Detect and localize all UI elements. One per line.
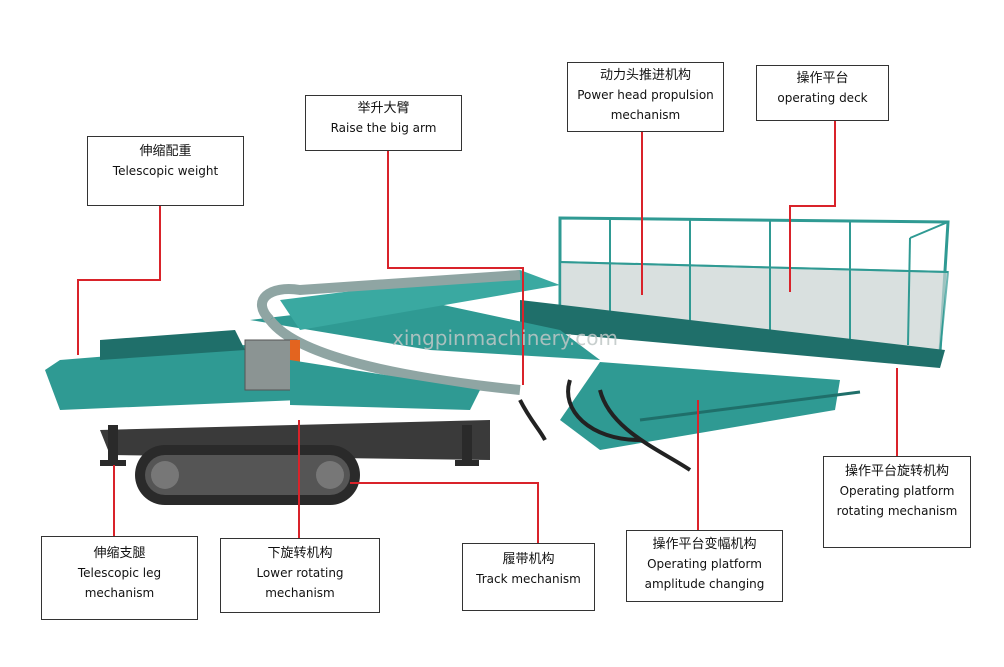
label-en-line2: rotating mechanism: [836, 504, 958, 518]
label-en-line1: Lower rotating: [256, 566, 344, 580]
label-zh: 动力头推进机构: [599, 68, 691, 83]
label-en-line1: Operating platform: [839, 484, 955, 498]
label-en-line1: Raise the big arm: [330, 121, 437, 135]
label-en-line2: amplitude changing: [644, 577, 765, 591]
label-track: 履带机构 Track mechanism: [462, 543, 595, 611]
label-power-head: 动力头推进机构 Power head propulsion mechanism: [567, 62, 724, 132]
leader-raise-big-arm: [387, 151, 524, 385]
leader-lines: [77, 121, 898, 543]
operating-platform-cage: [558, 216, 950, 354]
big-arm: [250, 270, 600, 395]
label-en-line1: Telescopic leg: [77, 566, 162, 580]
label-en-line1: Operating platform: [647, 557, 762, 571]
label-operating-deck: 操作平台 operating deck: [756, 65, 889, 121]
watermark-text: xingpinmachinery.com: [392, 326, 618, 350]
leader-telescopic-weight: [77, 206, 161, 355]
label-telescopic-leg: 伸缩支腿 Telescopic leg mechanism: [41, 536, 198, 620]
label-en-line1: operating deck: [777, 91, 868, 105]
label-zh: 举升大臂: [357, 101, 410, 116]
label-zh: 操作平台旋转机构: [844, 464, 949, 479]
label-en-line2: mechanism: [610, 108, 681, 122]
amplitude-boom: [560, 362, 840, 450]
chassis-body: [45, 330, 480, 410]
label-platform-rotating: 操作平台旋转机构 Operating platform rotating mec…: [823, 456, 971, 548]
label-zh: 操作平台变幅机构: [652, 537, 757, 552]
label-en-line1: Power head propulsion: [577, 88, 714, 102]
label-zh: 伸缩支腿: [93, 546, 146, 561]
label-telescopic-weight: 伸缩配重 Telescopic weight: [87, 136, 244, 206]
label-raise-big-arm: 举升大臂 Raise the big arm: [305, 95, 462, 151]
label-zh: 伸缩配重: [139, 144, 192, 159]
label-zh: 操作平台: [796, 71, 849, 86]
label-en-line1: Telescopic weight: [112, 164, 219, 178]
label-zh: 履带机构: [502, 552, 555, 567]
platform-base-frame: [520, 300, 945, 368]
label-zh: 下旋转机构: [267, 546, 333, 561]
label-platform-amplitude: 操作平台变幅机构 Operating platform amplitude ch…: [626, 530, 783, 602]
track-crawler: [135, 445, 360, 505]
leader-operating-deck: [789, 121, 836, 292]
leader-track: [350, 482, 539, 543]
telescopic-legs: [100, 425, 479, 466]
label-en-line1: Track mechanism: [476, 572, 581, 586]
hydraulic-hoses: [518, 379, 692, 472]
label-lower-rotating: 下旋转机构 Lower rotating mechanism: [220, 538, 380, 613]
label-en-line2: mechanism: [265, 586, 335, 600]
label-en-line2: mechanism: [84, 586, 155, 600]
